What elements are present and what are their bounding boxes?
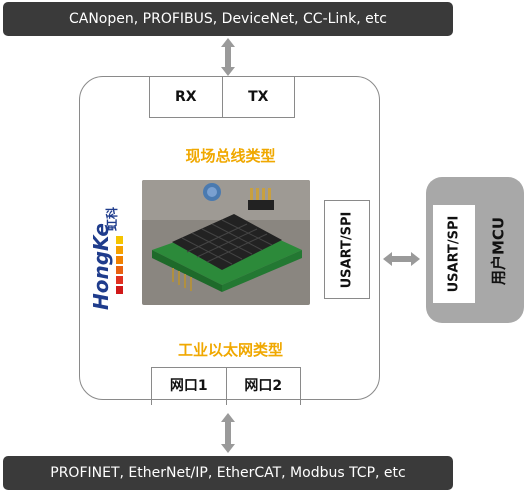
module-product-photo xyxy=(142,180,310,305)
module-interface-label: USART/SPI xyxy=(339,211,355,288)
tx-port: TX xyxy=(221,76,295,117)
user-mcu-label-container: 用户MCU xyxy=(482,192,514,310)
user-mcu-label: 用户MCU xyxy=(489,216,508,286)
module-usart-spi-interface: USART/SPI xyxy=(324,200,370,299)
mcu-usart-spi-interface: USART/SPI xyxy=(433,205,475,303)
network-port-row: 网口1 网口2 xyxy=(151,367,301,405)
fieldbus-type-label: 现场总线类型 xyxy=(185,147,276,165)
hongke-logo: 虹科 HongKe xyxy=(89,207,123,310)
double-arrow-horizontal-icon xyxy=(383,252,420,266)
logo-brand-text: HongKe xyxy=(89,223,113,310)
rx-port: RX xyxy=(174,89,197,105)
logo-chinese-text: 虹科 xyxy=(104,207,119,231)
user-mcu-block: USART/SPI 用户MCU xyxy=(426,177,524,323)
fieldbus-protocols-text: CANopen, PROFIBUS, DeviceNet, CC-Link, e… xyxy=(68,11,387,27)
gateway-module: RX TX 现场总线类型 虹科 HongKe xyxy=(79,76,380,405)
network-port-1: 网口1 xyxy=(169,378,208,394)
network-port-2: 网口2 xyxy=(225,368,301,405)
double-arrow-icon xyxy=(221,38,235,76)
serial-port-row: RX TX xyxy=(149,76,295,118)
mcu-interface-label: USART/SPI xyxy=(446,215,462,293)
ethernet-protocols-text: PROFINET, EtherNet/IP, EtherCAT, Modbus … xyxy=(50,465,406,481)
fieldbus-protocols-bar: CANopen, PROFIBUS, DeviceNet, CC-Link, e… xyxy=(3,2,453,36)
ethernet-protocols-bar: PROFINET, EtherNet/IP, EtherCAT, Modbus … xyxy=(3,456,453,490)
double-arrow-icon xyxy=(221,413,235,453)
ethernet-type-label: 工业以太网类型 xyxy=(177,341,283,359)
